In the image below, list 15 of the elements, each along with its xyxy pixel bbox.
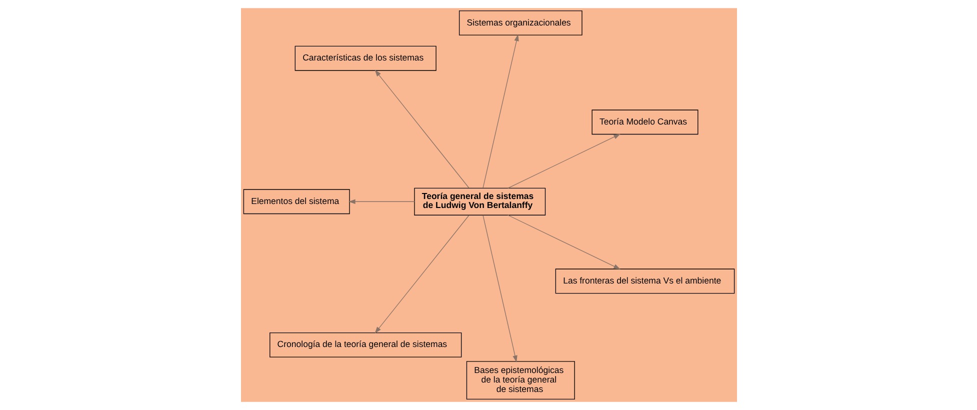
node-box: Sistemas organizacionales — [458, 10, 582, 36]
arrow — [374, 215, 469, 334]
arrow — [507, 214, 620, 270]
arrow — [482, 215, 517, 362]
arrow — [348, 199, 414, 204]
arrow — [507, 134, 620, 188]
node-box: Elementos del sistema — [242, 189, 350, 214]
node-box: Teoría general de sistemas de Ludwig Von Bertalanffy — [414, 188, 546, 216]
arrow — [374, 70, 469, 188]
node-box: Bases epistemológicas de la teoría general de sistemas — [466, 361, 574, 400]
node-box: Características de los sistemas — [294, 46, 436, 71]
node-box: Cronología de la teoría general de sistemas — [269, 332, 462, 358]
arrow — [482, 34, 518, 188]
node-box: Teoría Modelo Canvas — [591, 110, 698, 135]
node-box: Las fronteras del sistema Vs el ambiente — [554, 268, 734, 294]
